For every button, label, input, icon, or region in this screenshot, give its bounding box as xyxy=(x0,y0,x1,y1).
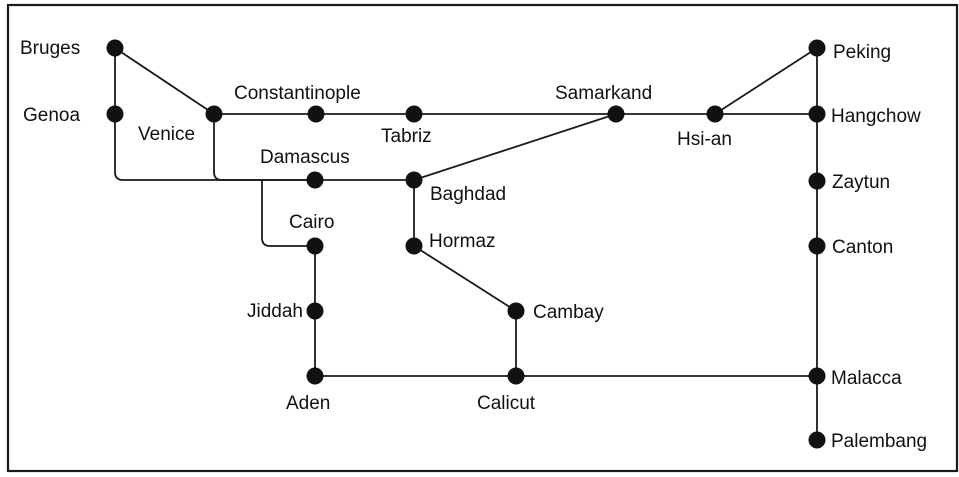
city-node-baghdad[interactable] xyxy=(405,171,423,189)
diagram-frame xyxy=(6,3,959,473)
city-node-hsian[interactable] xyxy=(706,105,724,123)
city-labels: Bruges Genoa Venice Constantinople Tabri… xyxy=(20,38,927,452)
route-genoa-damascus xyxy=(114,114,315,181)
city-label-hangchow: Hangchow xyxy=(831,106,921,127)
city-node-tabriz[interactable] xyxy=(405,105,423,123)
city-label-zaytun: Zaytun xyxy=(832,172,890,193)
city-node-zaytun[interactable] xyxy=(808,172,826,190)
city-label-samarkand: Samarkand xyxy=(555,83,652,104)
city-label-bruges: Bruges xyxy=(20,38,80,59)
city-node-canton[interactable] xyxy=(808,237,826,255)
city-label-calicut: Calicut xyxy=(477,393,536,414)
city-node-jiddah[interactable] xyxy=(306,302,324,320)
city-label-cambay: Cambay xyxy=(533,302,604,323)
city-label-canton: Canton xyxy=(832,237,893,258)
city-node-cairo[interactable] xyxy=(306,237,324,255)
city-node-bruges[interactable] xyxy=(106,39,124,57)
city-node-aden[interactable] xyxy=(306,367,324,385)
route-samarkand-baghdad xyxy=(413,113,617,181)
city-label-hormaz: Hormaz xyxy=(429,231,496,252)
city-node-samarkand[interactable] xyxy=(607,105,625,123)
city-node-calicut[interactable] xyxy=(507,367,525,385)
city-label-tabriz: Tabriz xyxy=(381,126,432,147)
city-label-hsian: Hsi-an xyxy=(677,129,732,150)
city-label-peking: Peking xyxy=(833,42,891,63)
city-node-palembang[interactable] xyxy=(808,431,826,449)
city-label-aden: Aden xyxy=(286,393,330,414)
city-node-damascus[interactable] xyxy=(306,171,324,189)
route-damascus-cairo xyxy=(261,180,315,247)
city-node-venice[interactable] xyxy=(205,105,223,123)
city-node-malacca[interactable] xyxy=(808,367,826,385)
city-node-constantinople[interactable] xyxy=(307,105,325,123)
city-node-peking[interactable] xyxy=(808,39,826,57)
city-node-genoa[interactable] xyxy=(106,105,124,123)
city-node-hangchow[interactable] xyxy=(808,105,826,123)
route-bruges-venice xyxy=(114,47,215,115)
city-label-jiddah: Jiddah xyxy=(247,301,303,322)
city-label-palembang: Palembang xyxy=(831,431,927,452)
city-label-cairo: Cairo xyxy=(289,212,334,233)
city-label-genoa: Genoa xyxy=(23,105,80,126)
city-label-malacca: Malacca xyxy=(831,368,902,389)
city-nodes xyxy=(106,39,826,449)
city-label-venice: Venice xyxy=(138,124,195,145)
route-venice-damascus xyxy=(213,114,315,181)
city-label-baghdad: Baghdad xyxy=(430,184,506,205)
route-hsian-peking xyxy=(714,47,818,115)
city-node-hormaz[interactable] xyxy=(405,237,423,255)
city-label-constantinople: Constantinople xyxy=(234,83,361,104)
city-label-damascus: Damascus xyxy=(260,147,350,168)
route-hormaz-cambay xyxy=(413,245,517,312)
route-lines xyxy=(114,47,818,440)
city-node-cambay[interactable] xyxy=(507,302,525,320)
